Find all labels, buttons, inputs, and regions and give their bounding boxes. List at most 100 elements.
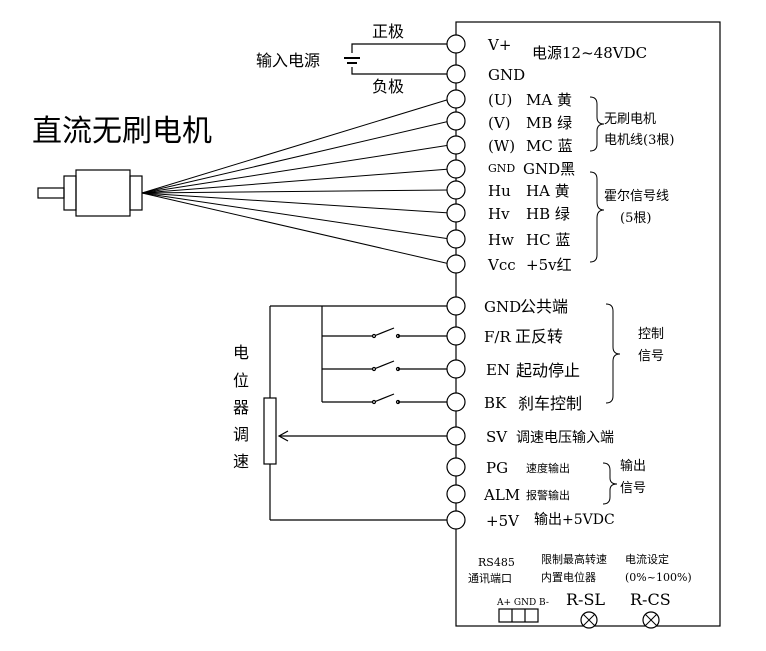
func-common: 公共端 — [520, 297, 568, 316]
terminal-gnd-hall — [446, 159, 466, 179]
wiper-arrow — [277, 430, 289, 442]
negative-label: 负极 — [372, 77, 404, 96]
motor-shaft — [37, 187, 65, 199]
r-sl-label: R-SL — [566, 590, 605, 609]
rs485-connector — [498, 608, 539, 623]
r-sl-knob — [580, 611, 598, 629]
terminal-gnd-common — [446, 296, 466, 316]
group-hall-line-1: 霍尔信号线 — [604, 189, 669, 204]
func-bk: 刹车控制 — [518, 394, 582, 413]
motor-body — [75, 169, 131, 217]
terminal-hu — [446, 180, 466, 200]
func-ha: HA 黄 — [526, 182, 570, 200]
terminal-block — [446, 34, 466, 530]
label-gnd-common: GND — [484, 298, 521, 316]
svg-text:电: 电 — [233, 343, 249, 362]
terminal-alm — [446, 484, 466, 504]
label-v: (V) — [488, 114, 511, 132]
group-control-1: 控制 — [638, 327, 664, 342]
power-input: 正极 负极 输入电源 — [256, 22, 450, 96]
terminal-fr — [446, 326, 466, 346]
group-control-2: 信号 — [638, 349, 664, 364]
terminal-gnd-power — [446, 64, 466, 84]
func-gnd-black: GND黑 — [523, 160, 575, 178]
group-labels: 无刷电机 电机线(3根) 霍尔信号线 (5根) 控制 信号 输出 信号 — [604, 112, 674, 496]
terminal-hw — [446, 229, 466, 249]
svg-text:调: 调 — [233, 425, 249, 444]
motor: 直流无刷电机 — [32, 98, 451, 265]
func-en: 起动停止 — [516, 361, 580, 380]
func-alm: 报警输出 — [526, 488, 570, 502]
label-fr: F/R — [484, 328, 511, 346]
group-motor-line-1: 无刷电机 — [604, 112, 656, 127]
r-cs-knob — [642, 611, 660, 629]
pot-label: 电 位 器 调 速 — [233, 343, 249, 471]
terminal-pg — [446, 457, 466, 477]
switch-fr — [322, 327, 450, 339]
terminal-bk — [446, 392, 466, 412]
svg-text:位: 位 — [233, 371, 249, 390]
switch-en — [322, 360, 450, 372]
label-en: EN — [486, 361, 510, 379]
motor-flange — [63, 175, 77, 211]
terminal-vcc — [446, 254, 466, 274]
label-vcc: Vcc — [487, 256, 516, 274]
func-plus5v: 输出+5VDC — [534, 512, 615, 528]
func-hc: HC 蓝 — [526, 231, 570, 249]
func-mc: MC 蓝 — [526, 137, 573, 155]
motor-endcap — [129, 175, 143, 211]
label-alm: ALM — [483, 486, 520, 504]
switch-bk — [322, 393, 450, 405]
group-output-1: 输出 — [620, 458, 646, 474]
positive-label: 正极 — [372, 22, 404, 41]
group-hall-line-2: (5根) — [620, 211, 651, 226]
bottom-section: RS485 通讯端口 限制最高转速 内置电位器 电流设定 (0%~100%) A… — [468, 552, 692, 629]
current-set-label: 电流设定 — [625, 552, 669, 566]
comm-port-label: 通讯端口 — [468, 572, 512, 585]
label-hu: Hu — [488, 182, 511, 200]
control-wiring — [263, 305, 450, 521]
label-hv: Hv — [488, 205, 510, 223]
motor-wires — [141, 98, 451, 265]
terminal-en — [446, 359, 466, 379]
func-ma: MA 黄 — [526, 91, 572, 109]
terminal-hv — [446, 203, 466, 223]
rs485-label: RS485 — [478, 556, 515, 569]
func-plus5v-red: +5v红 — [526, 256, 572, 274]
label-bk: BK — [484, 394, 507, 412]
potentiometer — [263, 397, 277, 465]
terminal-plus5v — [446, 510, 466, 530]
input-power-label: 输入电源 — [256, 51, 320, 70]
limit-speed-label: 限制最高转速 — [541, 552, 607, 566]
group-output-2: 信号 — [620, 481, 646, 496]
func-mb: MB 绿 — [526, 114, 572, 132]
func-sv: 调速电压输入端 — [516, 430, 614, 446]
svg-text:速: 速 — [233, 452, 249, 471]
supply-note: 电源12~48VDC — [532, 44, 647, 62]
terminal-vplus — [446, 34, 466, 54]
current-range-label: (0%~100%) — [625, 571, 692, 584]
group-braces — [589, 96, 621, 505]
label-sv: SV — [486, 428, 508, 446]
label-hw: Hw — [488, 231, 514, 249]
terminal-u — [446, 89, 466, 109]
pin-labels: A+ GND B- — [496, 598, 549, 608]
positive-wire — [351, 43, 450, 53]
terminal-v — [446, 111, 466, 131]
terminal-sv — [446, 426, 466, 446]
group-motor-line-2: 电机线(3根) — [604, 133, 674, 148]
label-pg: PG — [486, 459, 508, 477]
func-pg: 速度输出 — [526, 461, 570, 475]
negative-wire — [351, 67, 450, 75]
terminal-w — [446, 135, 466, 155]
motor-title: 直流无刷电机 — [32, 114, 212, 149]
func-fr: 正反转 — [515, 327, 563, 346]
label-w: (W) — [488, 137, 515, 155]
label-u: (U) — [488, 91, 512, 109]
builtin-pot-label: 内置电位器 — [541, 570, 596, 584]
label-plus5v: +5V — [486, 512, 520, 530]
svg-text:器: 器 — [233, 398, 249, 417]
label-gnd-power: GND — [488, 66, 525, 84]
func-hb: HB 绿 — [526, 205, 570, 223]
